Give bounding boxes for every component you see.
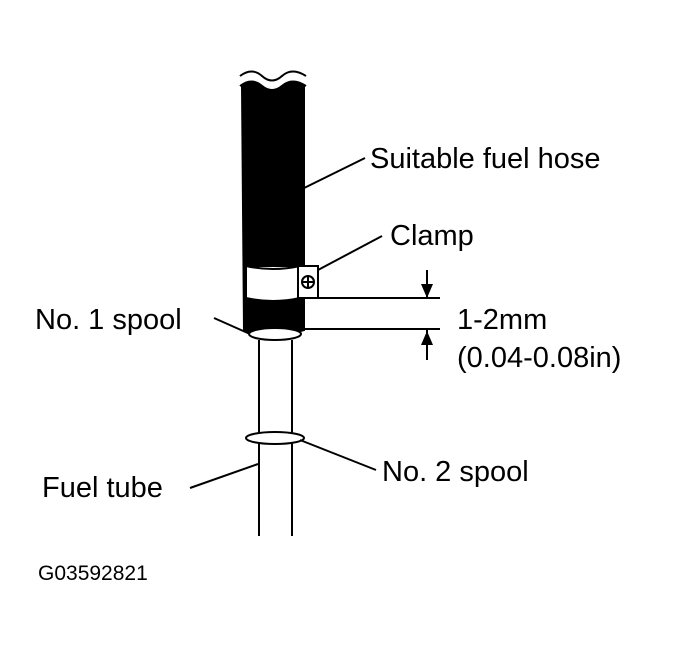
leader-spool-1	[213, 317, 251, 335]
label-dimension-mm: 1-2mm	[457, 304, 548, 336]
label-dimension-in: (0.04-0.08in)	[457, 342, 622, 374]
label-no-2-spool: No. 2 spool	[382, 456, 529, 488]
dimension-arrows	[421, 284, 433, 345]
leader-spool-2	[299, 439, 377, 471]
clamp	[245, 265, 319, 302]
figure-id: G03592821	[38, 562, 148, 585]
label-clamp: Clamp	[390, 220, 474, 252]
label-fuel-tube: Fuel tube	[42, 472, 163, 504]
dimension-marker	[300, 270, 440, 360]
spool-2	[245, 431, 305, 445]
label-suitable-fuel-hose: Suitable fuel hose	[370, 143, 601, 175]
spool-1	[248, 327, 302, 341]
leader-lines	[189, 157, 383, 489]
leader-clamp	[317, 235, 383, 271]
leader-tube	[189, 463, 259, 489]
hose-break-mark	[239, 70, 307, 92]
leader-hose	[295, 157, 366, 193]
label-no-1-spool: No. 1 spool	[35, 304, 182, 336]
